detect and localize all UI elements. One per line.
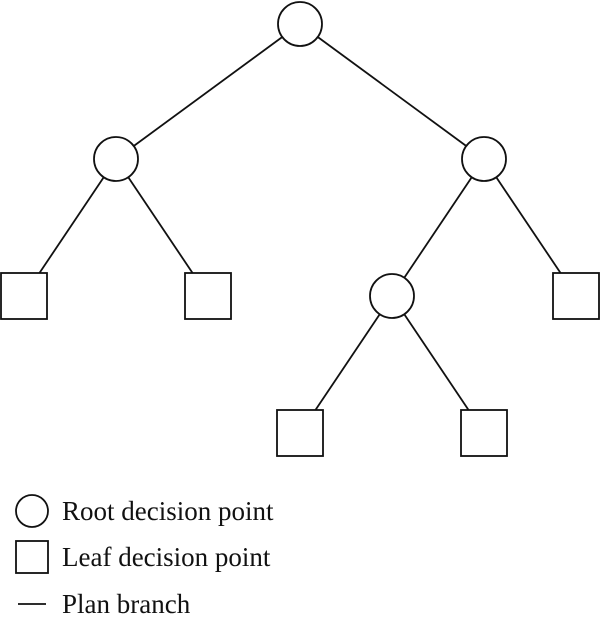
legend-branch: Plan branch (14, 584, 190, 624)
legend-leaf-label: Leaf decision point (62, 541, 271, 572)
line-icon (14, 586, 50, 622)
root-decision-node (369, 273, 415, 319)
leaf-decision-node (276, 409, 324, 457)
legend-branch-label: Plan branch (62, 588, 191, 619)
plan-branch-n5-n7 (314, 313, 381, 411)
legend-leaf: Leaf decision point (14, 537, 270, 577)
plan-branch-n2-n6 (495, 176, 562, 274)
leaf-decision-node (552, 272, 600, 320)
root-decision-node (93, 136, 139, 182)
root-decision-node (461, 136, 507, 182)
legend-root-label: Root decision point (62, 495, 274, 526)
plan-branch-n1-n4 (127, 176, 194, 274)
circle-icon (14, 493, 50, 529)
leaf-decision-node (0, 272, 48, 320)
root-decision-node (277, 1, 323, 47)
legend-root: Root decision point (14, 491, 274, 531)
tree-edges (38, 36, 562, 411)
plan-branch-n5-n8 (403, 313, 470, 411)
plan-branch-n2-n5 (403, 176, 473, 279)
plan-branch-n1-n3 (38, 176, 105, 274)
plan-branch-n0-n1 (133, 36, 283, 147)
leaf-decision-node (460, 409, 508, 457)
decision-tree-diagram (0, 1, 600, 457)
tree-nodes (0, 1, 600, 457)
leaf-decision-node (184, 272, 232, 320)
plan-branch-n0-n2 (317, 36, 467, 147)
square-icon (14, 539, 50, 575)
